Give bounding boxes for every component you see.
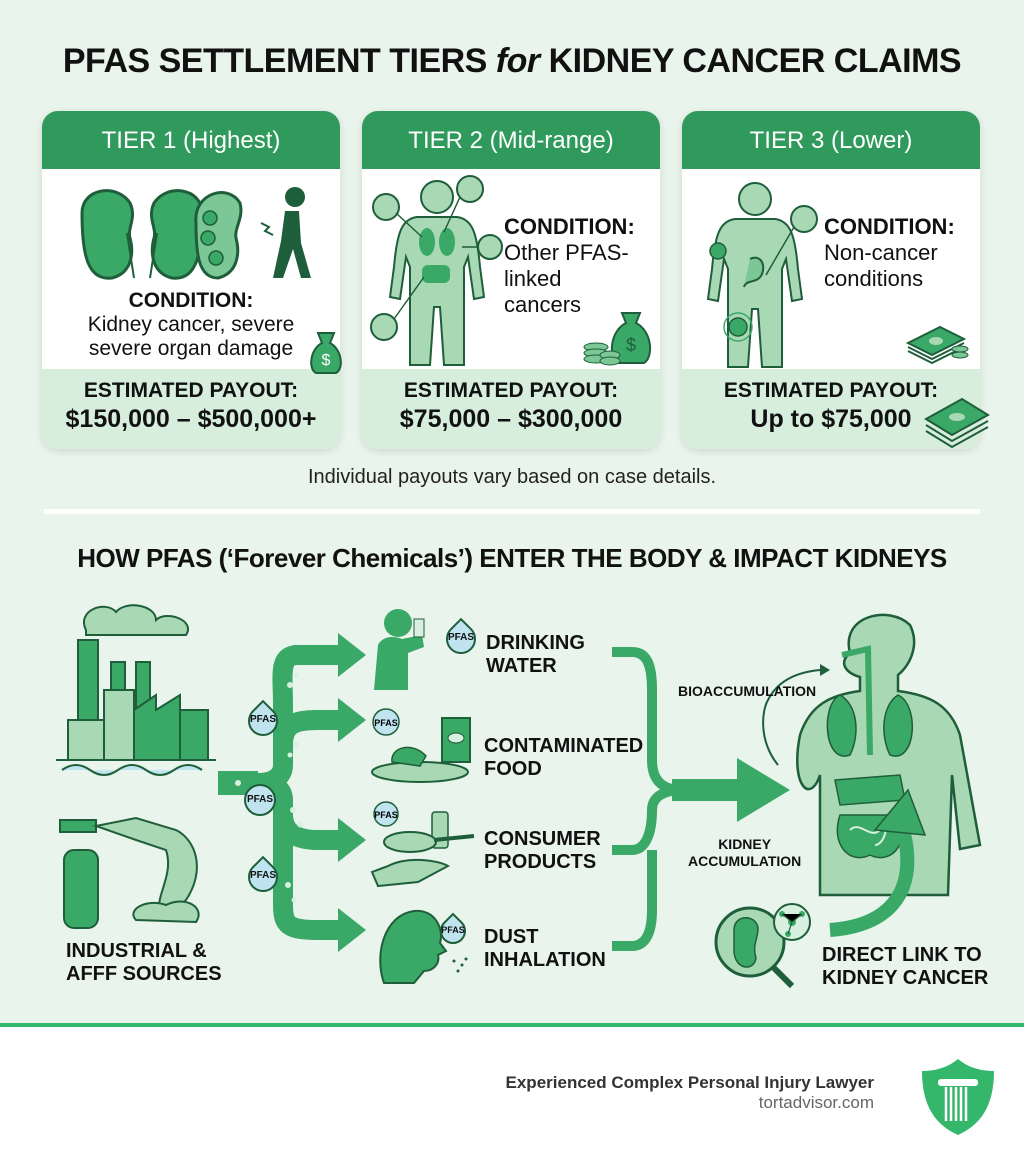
- condition-line: conditions: [824, 266, 924, 291]
- svg-text:$: $: [626, 335, 636, 355]
- dust-inhalation-icon: [379, 909, 468, 984]
- bioaccumulation-arrow: [762, 664, 830, 766]
- contaminated-food-icon: PFAS: [371, 708, 471, 783]
- svg-text:PFAS: PFAS: [374, 718, 398, 728]
- tier-header: TIER 1 (Highest): [42, 111, 340, 169]
- pathway-line2: INHALATION: [484, 949, 606, 971]
- factory-icon: [56, 604, 216, 776]
- section-title: HOW PFAS (‘Forever Chemicals’) ENTER THE…: [77, 543, 947, 573]
- payout-value: Up to $75,000: [750, 405, 912, 433]
- body-joints-icon: [706, 182, 818, 368]
- pathway-line1: DRINKING: [486, 632, 585, 654]
- title-italic: for: [495, 42, 540, 80]
- title-part2: KIDNEY CANCER CLAIMS: [539, 42, 962, 80]
- body-organs-icon: [370, 175, 503, 366]
- pfas-drop-label: PFAS: [249, 870, 277, 881]
- tier-card-2: TIER 2 (Mid-range) CONDITION: Other PFAS…: [362, 111, 660, 449]
- pathway-contaminated-food: CONTAMINATED FOOD: [484, 735, 643, 781]
- svg-text:PFAS: PFAS: [374, 810, 398, 820]
- kidney-acc-line2: ACCUMULATION: [688, 853, 802, 869]
- pfas-drop-label: PFAS: [441, 925, 465, 935]
- tier-header: TIER 3 (Lower): [682, 111, 980, 169]
- payout-value: $150,000 – $500,000+: [65, 405, 317, 433]
- kidney-return-arrow: [829, 788, 927, 937]
- disclaimer-note: Individual payouts vary based on case de…: [307, 466, 717, 488]
- tier-card-1: TIER 1 (Highest) CONDITION: Kidney cance…: [42, 111, 342, 449]
- condition-label: CONDITION:: [128, 289, 254, 312]
- pathway-drinking-water: DRINKING WATER: [486, 632, 585, 678]
- pfas-tag: PFAS: [244, 784, 276, 816]
- pathway-line1: CONTAMINATED: [484, 735, 644, 757]
- condition-line: linked: [504, 266, 562, 291]
- kidney-accumulation-label: KIDNEY ACCUMULATION: [688, 836, 801, 870]
- footer-tagline: Experienced Complex Personal Injury Lawy…: [505, 1073, 874, 1092]
- cash-stack-icon: [905, 325, 969, 365]
- sources-line1: INDUSTRIAL &: [66, 940, 207, 962]
- condition-line: severe organ damage: [88, 337, 294, 360]
- page-title: PFAS SETTLEMENT TIERS for KIDNEY CANCER …: [0, 42, 1024, 81]
- person-in-pain-icon: [260, 187, 311, 278]
- svg-text:$: $: [322, 352, 331, 369]
- pathway-line2: PRODUCTS: [484, 851, 597, 873]
- footer-divider: [0, 1023, 1024, 1027]
- payout-label: ESTIMATED PAYOUT:: [403, 379, 619, 402]
- money-bag-icon: $: [310, 332, 342, 374]
- damaged-kidney-icon: [194, 191, 243, 280]
- condition-label: CONDITION:: [504, 214, 635, 239]
- consumer-products-icon: PFAS: [370, 801, 475, 888]
- merge-flow-arrow: [612, 647, 790, 951]
- pathway-line2: FOOD: [484, 758, 542, 780]
- pathway-dust-inhalation: DUST INHALATION: [484, 926, 606, 972]
- kidneys-icon: [80, 189, 204, 280]
- section-divider: [44, 509, 980, 514]
- payout-label: ESTIMATED PAYOUT:: [723, 379, 939, 402]
- direct-link-line1: DIRECT LINK TO: [822, 944, 982, 966]
- pathway-line1: CONSUMER: [484, 828, 601, 850]
- condition-line: Kidney cancer, severe: [87, 313, 295, 336]
- kidney-acc-line1: KIDNEY: [718, 836, 772, 852]
- condition-line: cancers: [504, 292, 582, 317]
- human-body-organs-icon: [796, 613, 982, 897]
- sources-line2: AFFF SOURCES: [66, 963, 222, 985]
- bioaccumulation-label: BIOACCUMULATION: [678, 683, 817, 699]
- title-part1: PFAS SETTLEMENT TIERS: [62, 42, 496, 80]
- pathway-line1: DUST: [484, 926, 539, 948]
- footer: Experienced Complex Personal Injury Lawy…: [0, 1027, 1024, 1154]
- condition-line: Other PFAS-: [504, 240, 629, 265]
- direct-link-label: DIRECT LINK TO KIDNEY CANCER: [822, 944, 988, 990]
- shield-pillar-logo-icon: [922, 1059, 994, 1135]
- condition-label: CONDITION:: [824, 214, 955, 239]
- pfas-drop-label: PFAS: [249, 714, 277, 725]
- pfas-drop-label: PFAS: [447, 632, 475, 643]
- payout-value: $75,000 – $300,000: [399, 405, 623, 433]
- footer-url-link[interactable]: tortadvisor.com: [758, 1093, 874, 1112]
- branching-flow-arrows: [218, 633, 366, 952]
- sources-label: INDUSTRIAL & AFFF SOURCES: [66, 940, 222, 986]
- drinking-person-icon: [374, 609, 425, 690]
- tier-header: TIER 2 (Mid-range): [362, 111, 660, 169]
- kidney-magnifier-icon: [714, 903, 811, 989]
- cash-stack-icon: [924, 397, 990, 449]
- payout-label: ESTIMATED PAYOUT:: [83, 379, 299, 402]
- direct-link-line2: KIDNEY CANCER: [822, 967, 989, 989]
- pathway-line2: WATER: [486, 655, 557, 677]
- pathway-consumer-products: CONSUMER PRODUCTS: [484, 828, 601, 874]
- money-bag-coins-icon: $: [583, 312, 652, 366]
- condition-line: Non-cancer: [824, 240, 938, 265]
- foam-extinguisher-icon: [59, 816, 200, 929]
- tier-card-3: TIER 3 (Lower) CONDITION: Non-cancer con…: [682, 111, 990, 449]
